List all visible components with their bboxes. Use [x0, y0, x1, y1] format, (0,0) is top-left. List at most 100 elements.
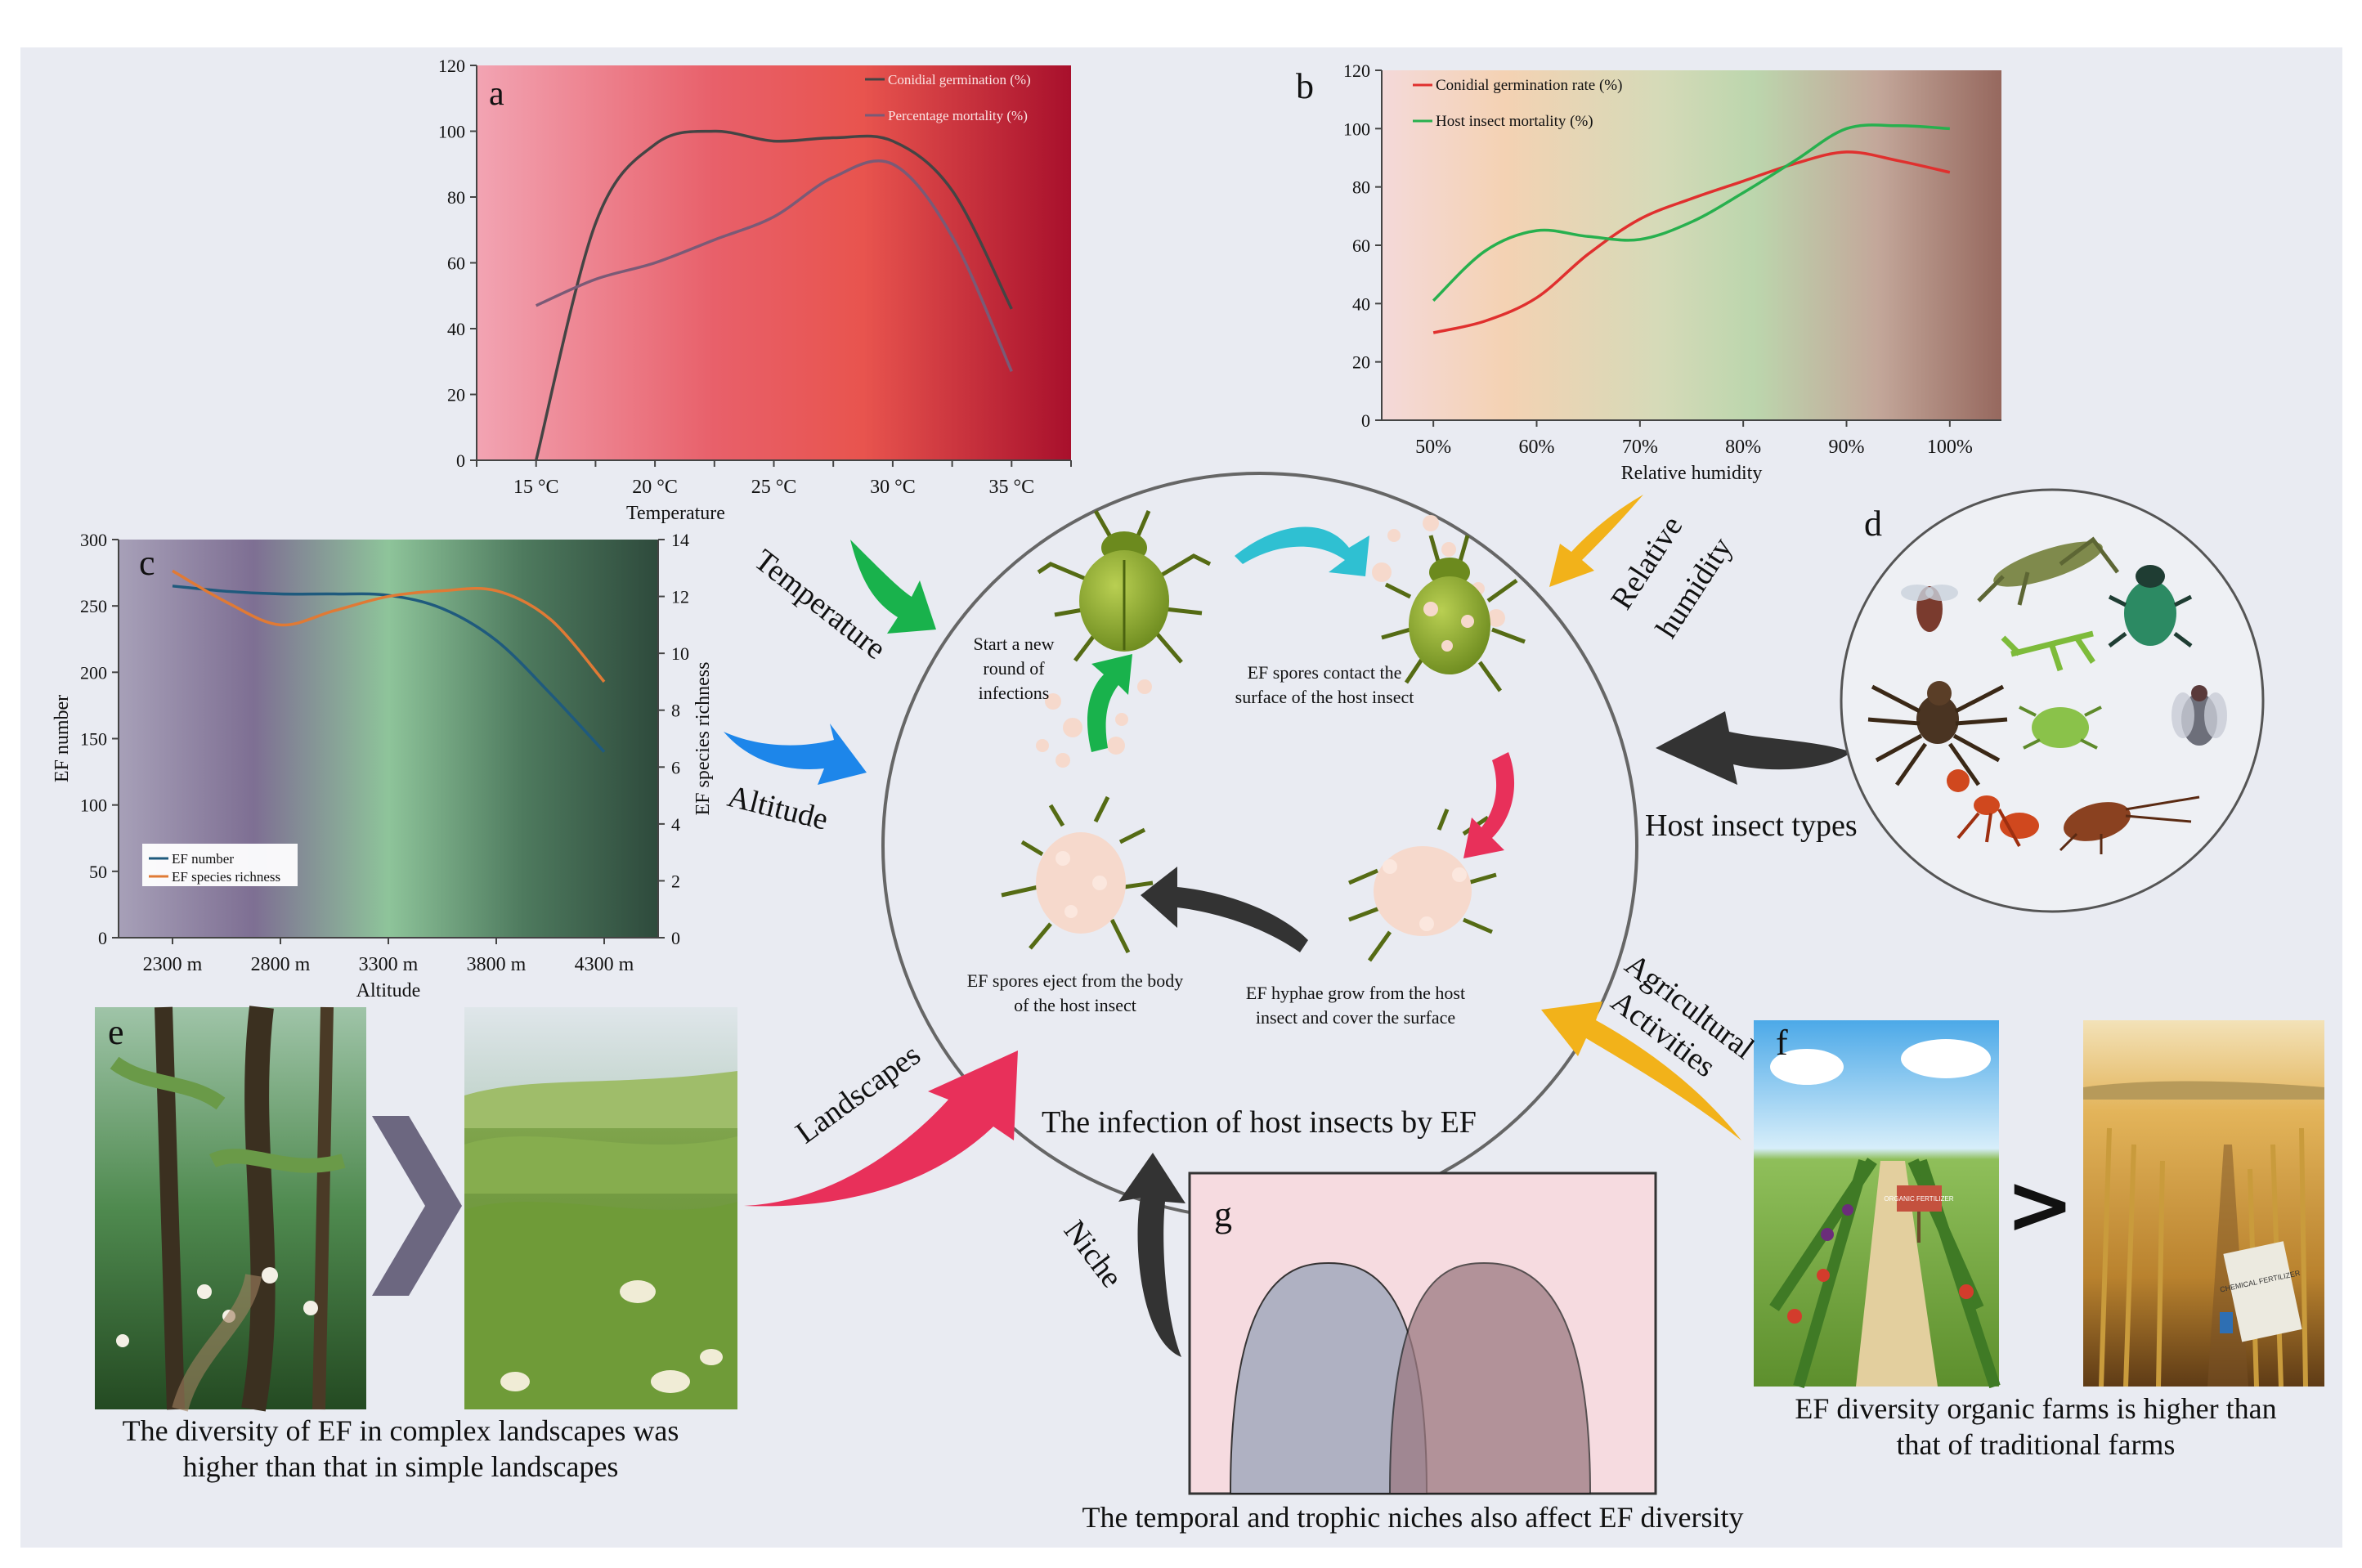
agricultural-arrow [1541, 1001, 1741, 1140]
text-line: EF spores contact the [1248, 662, 1402, 683]
landscapes-arrow [744, 1051, 1018, 1207]
cycle-arrow-cyan [1235, 526, 1369, 576]
y2-tick-label: 6 [671, 757, 680, 777]
x-tick-label: 35 °C [988, 477, 1034, 498]
series-line [1432, 150, 1951, 334]
panel-label-c: c [139, 543, 155, 583]
legend-label: EF species richness [172, 869, 280, 885]
y-tick-label: 150 [80, 729, 107, 750]
temperature-arrow [850, 540, 936, 634]
x-tick-label: 50% [1415, 437, 1451, 458]
text-line: higher than that in simple landscapes [183, 1450, 619, 1483]
y-tick-label: 20 [447, 385, 465, 405]
x-tick-label: 80% [1725, 437, 1761, 458]
y2-tick-label: 12 [671, 587, 689, 607]
series-line [535, 129, 1013, 461]
y-tick-label: 40 [447, 319, 465, 339]
step-hyphae-label: EF hyphae grow from the host insect and c… [1246, 983, 1465, 1028]
y2-tick-label: 14 [671, 530, 689, 550]
y2-tick-label: 8 [671, 701, 680, 721]
x-tick-label: 90% [1829, 437, 1865, 458]
text-line: surface of the host insect [1235, 687, 1414, 707]
center-caption: The infection of host insects by EF [1042, 1105, 1477, 1140]
y-tick-label: 60 [1352, 235, 1370, 256]
x-tick-label: 20 °C [632, 477, 678, 498]
y2-axis-label: EF species richness [692, 662, 714, 816]
text-line: infections [979, 683, 1050, 703]
insect-hyphae [1348, 809, 1497, 962]
x-tick-label: 15 °C [513, 477, 559, 498]
y-tick-label: 200 [80, 662, 107, 683]
series-line [1432, 123, 1950, 302]
organic-farm-image: ORGANIC FERTILIZER [1754, 1020, 2001, 1389]
host-insects-circle [1840, 488, 2265, 913]
y-tick-label: 50 [89, 862, 107, 882]
legend-box [142, 844, 298, 886]
y-tick-label: 100 [438, 122, 465, 142]
panel-label-g: g [1214, 1194, 1232, 1234]
text-line: insect and cover the surface [1256, 1007, 1455, 1028]
text-line: Start a new [974, 634, 1055, 654]
y-tick-label: 100 [1343, 119, 1370, 139]
host-types-arrow [1656, 711, 1852, 785]
y2-tick-label: 10 [671, 643, 689, 664]
niche-arrow [1118, 1153, 1185, 1357]
text-line: EF spores eject from the body [967, 970, 1184, 991]
caption-g: The temporal and trophic niches also aff… [1082, 1501, 1743, 1534]
cycle-arrow-green [1087, 654, 1132, 752]
y-tick-label: 80 [1352, 177, 1370, 198]
y2-tick-label: 4 [671, 814, 680, 835]
spore-cloud [1036, 515, 1505, 768]
legend-label: EF number [172, 851, 234, 867]
x-tick-label: 100% [1927, 437, 1973, 458]
greater-than-chevron [372, 1116, 462, 1296]
legend-label: Percentage mortality (%) [888, 108, 1028, 123]
y-tick-label: 60 [447, 253, 465, 274]
beetle-contact [1381, 535, 1526, 692]
series-line [535, 159, 1013, 373]
simple-landscape-image [464, 1007, 737, 1409]
complex-landscape-image [95, 1006, 366, 1412]
x-axis-label: Altitude [356, 980, 421, 1001]
caption-e: The diversity of EF in complex landscape… [123, 1414, 679, 1483]
text-line: EF hyphae grow from the host [1246, 983, 1465, 1003]
x-tick-label: 60% [1519, 437, 1555, 458]
y-tick-label: 120 [438, 56, 465, 76]
y-tick-label: 0 [98, 928, 107, 948]
x-axis-label: Relative humidity [1621, 463, 1763, 484]
y-tick-label: 20 [1352, 352, 1370, 373]
altitude-arrow [724, 724, 867, 785]
text-line: round of [983, 658, 1045, 679]
y2-tick-label: 2 [671, 871, 680, 891]
text-line: that of traditional farms [1897, 1428, 2176, 1461]
chart-g-niche [1188, 1172, 1657, 1495]
cycle-arrow-red [1463, 752, 1515, 858]
panel-label-d: d [1864, 504, 1882, 544]
x-tick-label: 2300 m [143, 954, 203, 975]
humidity-arrow [1549, 495, 1643, 587]
step-start-label: Start a new round of infections [974, 634, 1055, 703]
panel-label-f: f [1776, 1023, 1788, 1063]
caption-f: EF diversity organic farms is higher tha… [1795, 1392, 2276, 1461]
text-line: EF diversity organic farms is higher tha… [1795, 1392, 2276, 1425]
y-tick-label: 100 [80, 795, 107, 816]
insect-ejecting [1001, 795, 1154, 954]
cycle-arrow-dark [1141, 867, 1308, 952]
text-line: of the host insect [1014, 995, 1136, 1015]
x-tick-label: 30 °C [870, 477, 916, 498]
traditional-farm-image: CHEMICAL FERTILIZER [2083, 1020, 2324, 1387]
panel-label-b: b [1296, 66, 1314, 106]
y-axis-label: EF number [52, 695, 73, 782]
y-tick-label: 250 [80, 596, 107, 616]
svg-text:ORGANIC FERTILIZER: ORGANIC FERTILIZER [1884, 1195, 1953, 1203]
x-axis-label: Temperature [626, 503, 725, 524]
legend-label: Host insect mortality (%) [1436, 113, 1593, 130]
x-tick-label: 3800 m [467, 954, 527, 975]
panel-label-e: e [108, 1012, 124, 1052]
step-contact-label: EF spores contact the surface of the host… [1235, 662, 1414, 707]
y2-tick-label: 0 [671, 928, 680, 948]
x-tick-label: 4300 m [575, 954, 634, 975]
chart-b-humidity: 02040608010012050%60%70%80%90%100%Relati… [1343, 60, 2001, 484]
